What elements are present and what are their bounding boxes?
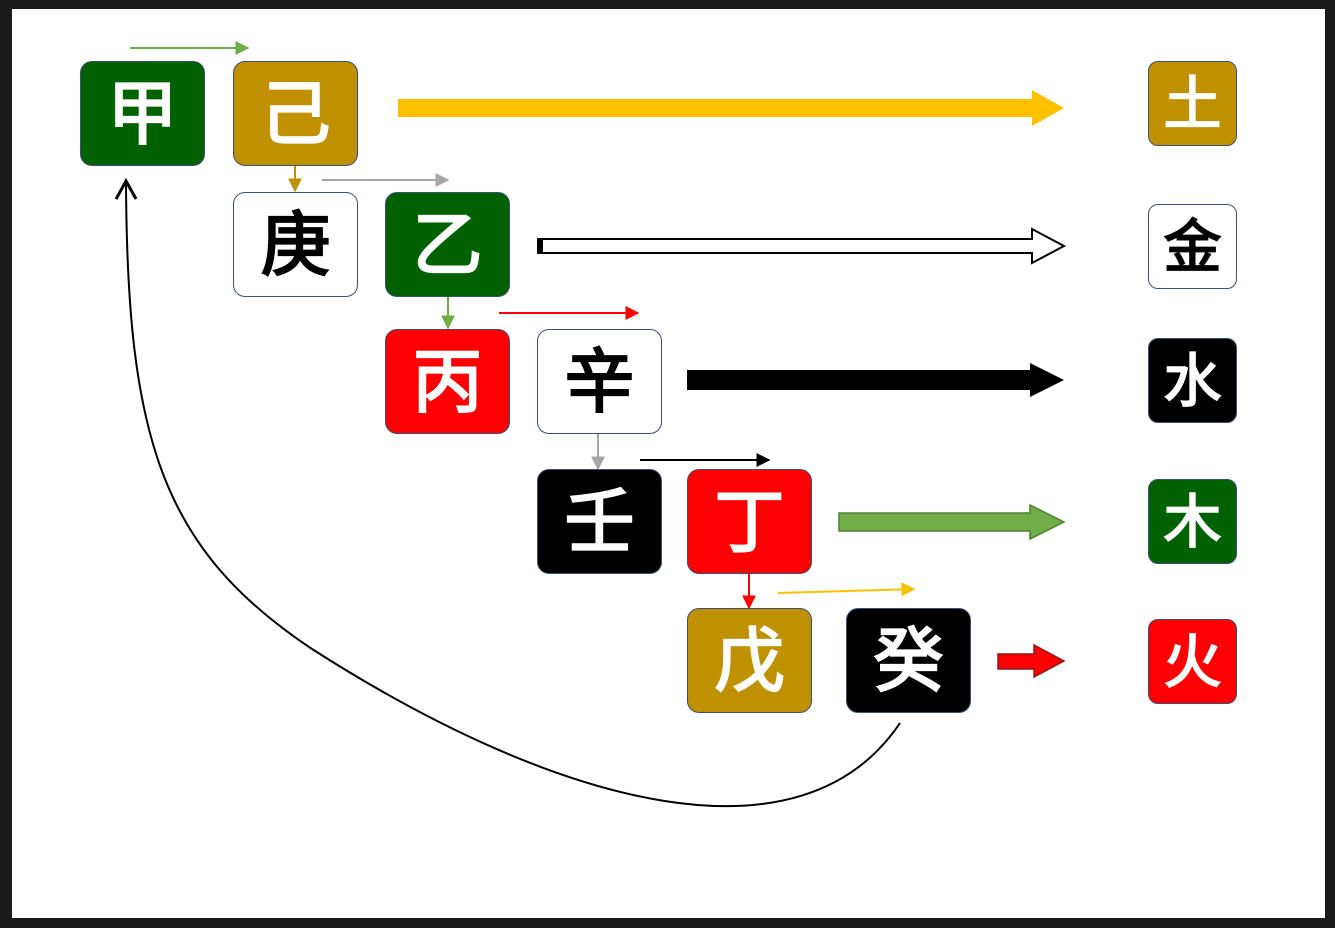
stem-bing: 丙	[385, 329, 510, 434]
stem-wu: 戊	[687, 608, 812, 713]
stem-jia: 甲	[80, 61, 205, 166]
stem-wu-label: 戊	[714, 619, 785, 702]
stem-bing-label: 丙	[412, 340, 483, 423]
stem-ren-label: 壬	[564, 480, 635, 563]
stem-ding: 丁	[687, 469, 812, 574]
stem-yi: 乙	[385, 192, 510, 297]
stem-xin-label: 辛	[564, 340, 635, 423]
element-water-label: 水	[1163, 346, 1222, 415]
stem-yi-label: 乙	[412, 203, 483, 286]
diagram-canvas: 甲 己 庚 乙 丙 辛 壬 丁 戊 癸 土 金 水 木 火	[12, 9, 1325, 918]
arrow-to-metal-tail	[538, 239, 543, 253]
element-water: 水	[1148, 338, 1237, 423]
element-wood: 木	[1148, 479, 1237, 564]
stem-jia-label: 甲	[107, 72, 178, 155]
stem-xin: 辛	[537, 329, 662, 434]
element-wood-label: 木	[1163, 487, 1222, 556]
stem-ji: 己	[233, 61, 358, 166]
element-fire: 火	[1148, 619, 1237, 704]
stem-ji-label: 己	[260, 72, 331, 155]
arrow-to-wood	[838, 503, 1066, 541]
edge-gui-jia	[114, 177, 901, 808]
arrow-to-earth	[398, 90, 1064, 126]
arrow-to-metal	[537, 227, 1067, 265]
element-metal: 金	[1148, 204, 1237, 289]
arrow-to-fire	[997, 643, 1066, 679]
edges-layer	[114, 41, 1067, 808]
element-earth-label: 土	[1163, 69, 1222, 138]
stem-geng-label: 庚	[260, 203, 331, 286]
stem-gui-label: 癸	[873, 619, 944, 702]
element-fire-label: 火	[1163, 627, 1222, 696]
element-metal-label: 金	[1163, 212, 1222, 281]
element-earth: 土	[1148, 61, 1237, 146]
stem-geng: 庚	[233, 192, 358, 297]
edge-wu-gui	[777, 582, 916, 597]
stem-ren: 壬	[537, 469, 662, 574]
stem-ding-label: 丁	[714, 480, 785, 563]
stem-gui: 癸	[846, 608, 971, 713]
arrow-to-water	[687, 363, 1064, 397]
